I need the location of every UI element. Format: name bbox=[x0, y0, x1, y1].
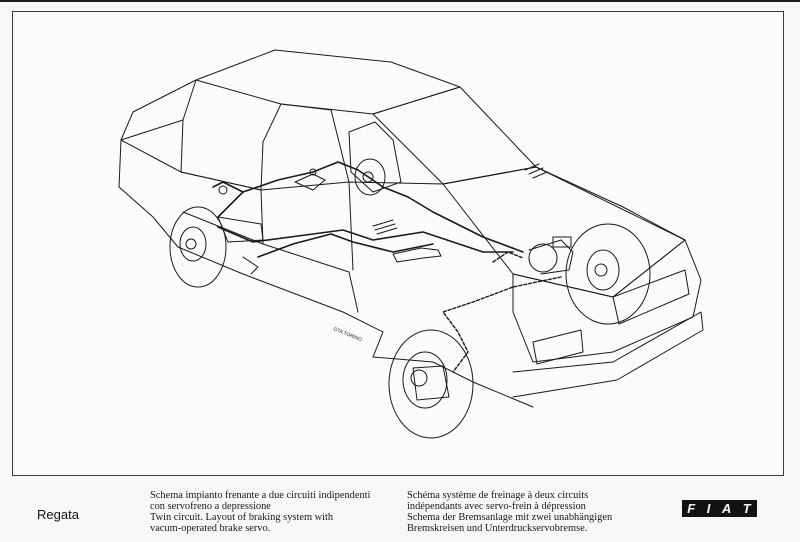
caption-line: Schema impianto frenante a due circuiti … bbox=[150, 490, 371, 501]
car-hood bbox=[442, 166, 686, 298]
brake-lines-dashed bbox=[442, 251, 562, 373]
grille-vents bbox=[372, 163, 548, 235]
car-body-top bbox=[120, 139, 686, 241]
logo-letter: A bbox=[721, 501, 733, 516]
car-front-bumper bbox=[512, 311, 704, 398]
logo-letter: F bbox=[687, 501, 697, 516]
caption-line: Schema der Bremsanlage mit zwei unabhäng… bbox=[407, 512, 613, 523]
car-body-side bbox=[118, 139, 534, 408]
caption-line: Twin circuit. Layout of braking system w… bbox=[150, 512, 334, 523]
caption-line: Schéma système de freinage à deux circui… bbox=[407, 490, 589, 501]
caption-line: con servofreno a depressione bbox=[150, 501, 271, 512]
handbrake-lever bbox=[392, 247, 442, 263]
engine-bay-outline bbox=[348, 121, 402, 193]
car-door-lines bbox=[182, 181, 359, 313]
logo-letter: I bbox=[706, 501, 712, 516]
caption-line: indépendants avec servo-frein à dépressi… bbox=[407, 501, 586, 512]
car-brake-system-illustration: GTA TORINO bbox=[118, 49, 704, 439]
car-windshield bbox=[372, 86, 537, 185]
caption-line: Bremskreisen und Unterdruckservobremse. bbox=[407, 523, 588, 534]
model-name: Regata bbox=[37, 507, 79, 522]
brake-servo-master-cylinder bbox=[528, 236, 574, 275]
drawing-mark: GTA TORINO bbox=[332, 326, 362, 343]
car-roof bbox=[195, 49, 461, 115]
car-rear-window bbox=[120, 79, 197, 141]
front-right-wheel bbox=[565, 223, 651, 325]
fiat-logo: F I A T bbox=[682, 500, 757, 517]
car-side-windows bbox=[180, 79, 350, 191]
pressure-regulator bbox=[294, 168, 326, 191]
rear-wheel bbox=[169, 206, 227, 288]
rear-axle-components bbox=[217, 185, 264, 275]
logo-letter: T bbox=[742, 501, 752, 516]
front-left-wheel bbox=[388, 329, 474, 439]
caption-line: vacum-operated brake servo. bbox=[150, 523, 271, 534]
caption-french-german: Schéma système de freinage à deux circui… bbox=[407, 490, 612, 534]
car-headlights bbox=[532, 269, 690, 365]
brake-lines bbox=[212, 161, 524, 258]
illustration-frame: GTA TORINO bbox=[12, 11, 784, 476]
rear-right-brake bbox=[354, 158, 386, 196]
caption-italian-english: Schema impianto frenante a due circuiti … bbox=[150, 490, 370, 534]
